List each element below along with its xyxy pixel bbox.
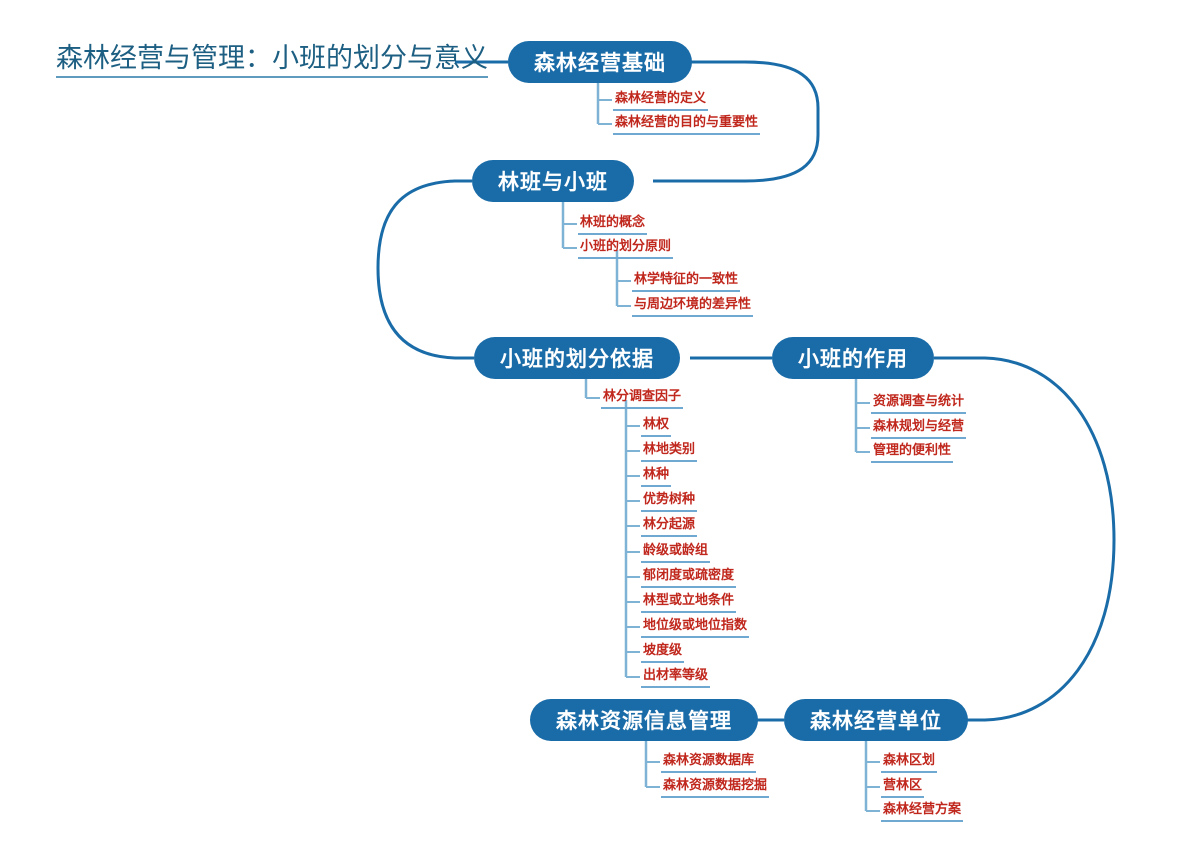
node-compartment-and-subcompartment[interactable]: 林班与小班 (472, 160, 634, 202)
leaf-item[interactable]: 林地类别 (641, 441, 698, 462)
leaf-item[interactable]: 管理的便利性 (871, 442, 954, 463)
leaf-item[interactable]: 森林经营方案 (881, 801, 964, 822)
leaf-item[interactable]: 森林区划 (881, 752, 938, 773)
node-subcompartment-function[interactable]: 小班的作用 (772, 337, 934, 379)
leaf-item[interactable]: 小班的划分原则 (578, 238, 674, 259)
node-forest-management-basics[interactable]: 森林经营基础 (508, 41, 692, 83)
leaf-item[interactable]: 林班的概念 (578, 214, 648, 235)
leaf-item[interactable]: 林分起源 (641, 516, 698, 537)
leaf-item[interactable]: 林权 (641, 416, 672, 437)
leaf-item[interactable]: 出材率等级 (641, 667, 711, 688)
node-forest-resource-information-management[interactable]: 森林资源信息管理 (530, 699, 758, 741)
node-subcompartment-division-basis[interactable]: 小班的划分依据 (474, 337, 680, 379)
leaf-item[interactable]: 林型或立地条件 (641, 592, 737, 613)
leaf-item[interactable]: 龄级或龄组 (641, 542, 711, 563)
leaf-item[interactable]: 郁闭度或疏密度 (641, 567, 737, 588)
node-forest-management-unit[interactable]: 森林经营单位 (784, 699, 968, 741)
leaf-item[interactable]: 地位级或地位指数 (641, 617, 750, 638)
leaf-item[interactable]: 优势树种 (641, 491, 698, 512)
leaf-item[interactable]: 林分调查因子 (601, 388, 684, 409)
leaf-item[interactable]: 森林规划与经营 (871, 418, 967, 439)
leaf-item[interactable]: 资源调查与统计 (871, 393, 967, 414)
leaf-item[interactable]: 营林区 (881, 777, 925, 798)
leaf-item[interactable]: 森林资源数据库 (661, 752, 757, 773)
root-title: 森林经营与管理：小班的划分与意义 (56, 45, 488, 78)
leaf-item[interactable]: 林种 (641, 466, 672, 487)
leaf-item[interactable]: 森林经营的定义 (613, 90, 709, 111)
leaf-item[interactable]: 林学特征的一致性 (632, 271, 741, 292)
leaf-item[interactable]: 坡度级 (641, 642, 685, 663)
leaf-item[interactable]: 与周边环境的差异性 (632, 296, 754, 317)
leaf-item[interactable]: 森林经营的目的与重要性 (613, 114, 761, 135)
leaf-item[interactable]: 森林资源数据挖掘 (661, 777, 770, 798)
